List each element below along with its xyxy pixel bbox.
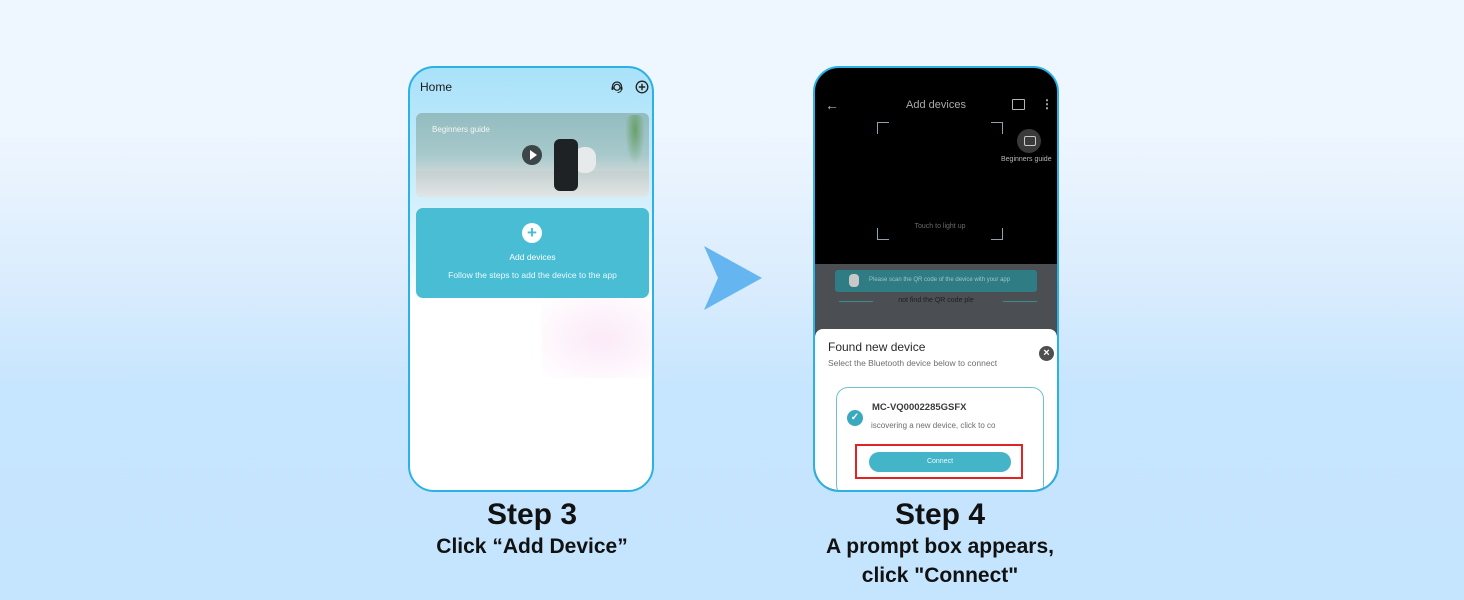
step3-phone-screen: Home Beginners guide + Add devices Follo… xyxy=(408,66,654,492)
more-vertical-icon[interactable]: ⋮ xyxy=(1041,97,1053,111)
plus-icon: + xyxy=(522,223,542,243)
step3-caption: Step 3 Click “Add Device” xyxy=(382,498,682,561)
step3-title: Step 3 xyxy=(486,498,578,531)
step4-title: Step 4 xyxy=(894,498,986,531)
sheet-subtitle: Select the Bluetooth device below to con… xyxy=(828,358,998,368)
no-qr-link[interactable]: not find the QR code ple xyxy=(898,297,974,304)
plant-image xyxy=(625,115,645,165)
divider-line xyxy=(839,301,873,302)
scan-corner xyxy=(877,228,889,240)
add-devices-card[interactable]: + Add devices Follow the steps to add th… xyxy=(416,208,649,298)
add-devices-title: Add devices xyxy=(509,252,556,262)
back-arrow-icon[interactable]: ← xyxy=(825,97,839,113)
step4-caption: Step 4 A prompt box appears, click "Conn… xyxy=(790,498,1090,590)
scan-corner xyxy=(877,122,889,134)
connect-button[interactable]: Connect xyxy=(869,452,1011,472)
add-devices-header: ← Add devices ⋮ xyxy=(815,97,1057,114)
found-device-sheet: Found new device Select the Bluetooth de… xyxy=(815,329,1057,490)
beginners-guide-video-icon[interactable] xyxy=(1017,129,1041,153)
device-description: iscovering a new device, click to co xyxy=(871,421,996,430)
device-list-item[interactable]: ✓ MC-VQ0002285GSFX iscovering a new devi… xyxy=(836,387,1044,490)
scan-corner xyxy=(991,228,1003,240)
torch-hint[interactable]: Touch to light up xyxy=(914,223,966,230)
add-devices-subtitle: Follow the steps to add the device to th… xyxy=(448,270,617,280)
add-devices-title: Add devices xyxy=(906,99,966,111)
beginners-guide-label: Beginners guide xyxy=(1001,156,1052,163)
gallery-icon[interactable] xyxy=(1012,99,1025,110)
scan-tip-text: Please scan the QR code of the device wi… xyxy=(869,277,1011,283)
chevron-right-arrow-icon xyxy=(704,246,762,310)
qr-scan-frame: Touch to light up xyxy=(877,122,1003,240)
step3-description: Click “Add Device” xyxy=(436,535,628,558)
divider-line xyxy=(1003,301,1037,302)
connect-highlight-box xyxy=(855,444,1023,479)
camera-image xyxy=(554,139,578,191)
headset-icon[interactable] xyxy=(610,80,624,94)
play-icon[interactable] xyxy=(522,145,542,165)
close-icon[interactable]: × xyxy=(1039,346,1054,361)
add-circle-icon[interactable] xyxy=(635,80,649,94)
beginners-guide-card[interactable]: Beginners guide xyxy=(416,113,649,197)
home-header: Home xyxy=(420,80,649,96)
scan-corner xyxy=(991,122,1003,134)
step4-phone-screen: ← Add devices ⋮ Touch to light up Beginn… xyxy=(813,66,1059,492)
camera-mount-image xyxy=(574,147,596,173)
hand-pointer-icon xyxy=(849,274,859,287)
dimmed-overlay: Please scan the QR code of the device wi… xyxy=(815,264,1057,334)
home-title: Home xyxy=(420,80,453,94)
device-name: MC-VQ0002285GSFX xyxy=(872,402,967,413)
sheet-title: Found new device xyxy=(828,340,926,354)
floor-image xyxy=(416,171,649,197)
step4-description-line2: click "Connect" xyxy=(861,564,1019,587)
background-glow xyxy=(542,298,652,378)
step4-description-line1: A prompt box appears, xyxy=(826,535,1054,558)
check-icon[interactable]: ✓ xyxy=(847,410,863,426)
guide-label: Beginners guide xyxy=(432,125,490,134)
scan-tip-bar: Please scan the QR code of the device wi… xyxy=(835,270,1037,292)
